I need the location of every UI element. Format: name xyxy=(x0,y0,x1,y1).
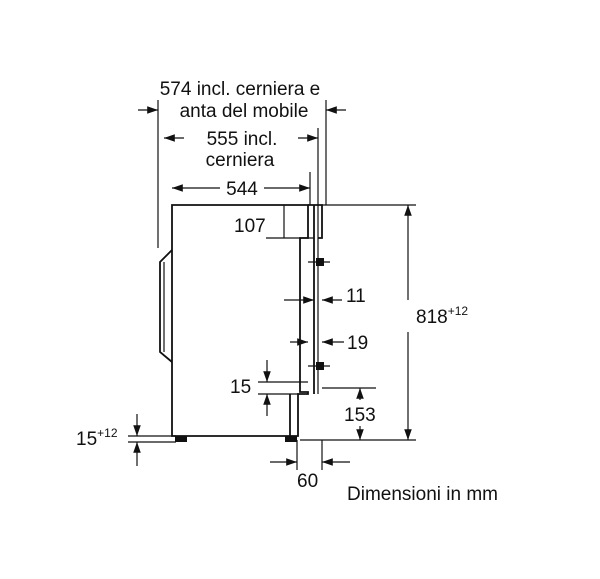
dim-574: 574 incl. cerniera e anta del mobile xyxy=(138,79,346,248)
label-19: 19 xyxy=(347,333,368,354)
dim-153: 153 xyxy=(322,387,376,440)
label-60: 60 xyxy=(297,471,318,492)
dim-60: 60 xyxy=(270,440,350,492)
caption: Dimensioni in mm xyxy=(347,484,498,505)
dim-107: 107 xyxy=(234,205,314,239)
label-544: 544 xyxy=(226,179,258,200)
dim-11: 11 xyxy=(284,286,366,307)
label-555-line2: cerniera xyxy=(206,150,275,171)
dim-15-feet: 15+12 xyxy=(76,414,176,466)
label-11: 11 xyxy=(346,286,366,307)
label-555-line1: 555 incl. xyxy=(207,129,278,150)
label-15-feet: 15+12 xyxy=(76,426,118,450)
dim-818: 818+12 xyxy=(300,204,468,441)
label-818: 818+12 xyxy=(416,304,468,328)
appliance-outline xyxy=(159,204,330,442)
label-574-line1: 574 incl. cerniera e xyxy=(160,79,321,100)
label-153: 153 xyxy=(344,405,376,426)
label-15: 15 xyxy=(230,377,251,398)
dim-19: 19 xyxy=(290,333,368,354)
dim-544: 544 xyxy=(172,172,311,205)
label-107: 107 xyxy=(234,216,266,237)
label-574-line2: anta del mobile xyxy=(180,101,309,122)
dim-15: 15 xyxy=(230,360,308,416)
dim-555: 555 incl. cerniera xyxy=(164,128,319,205)
